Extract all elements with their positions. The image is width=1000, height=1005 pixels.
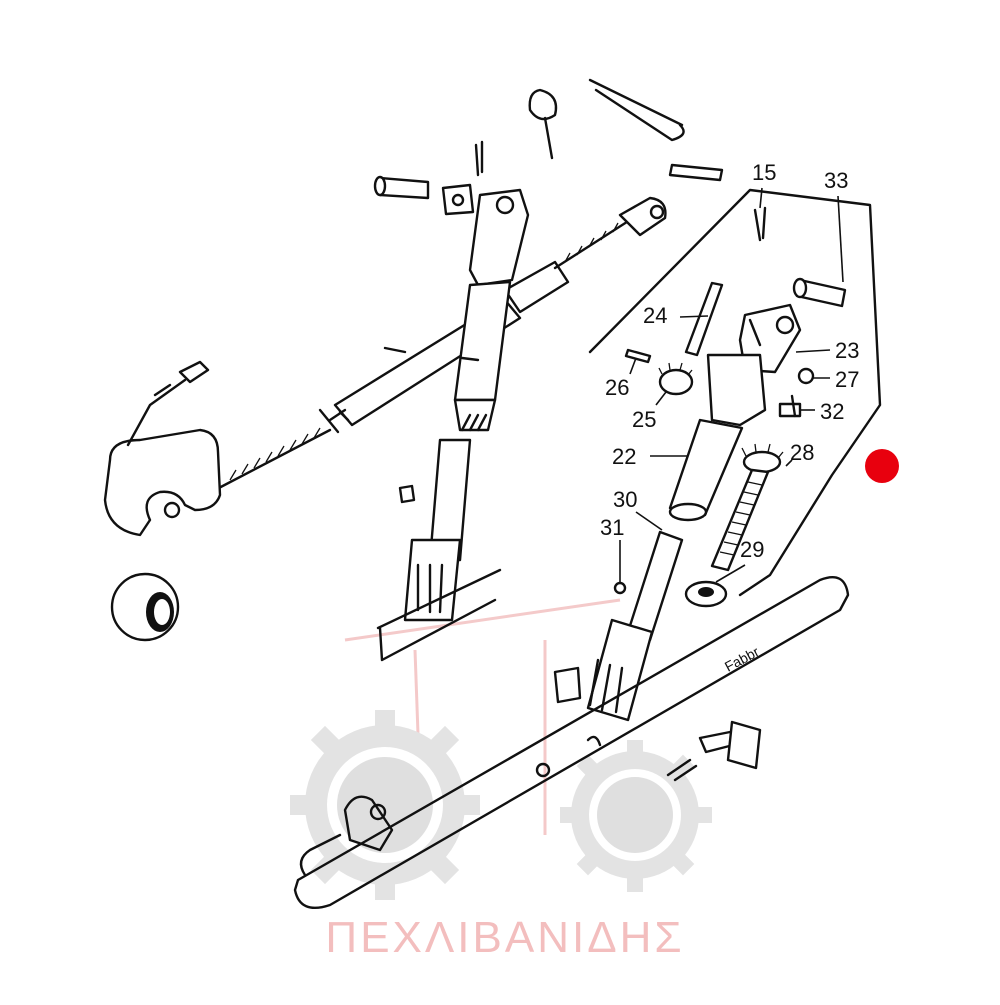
- ball-joint-drawing: [110, 572, 180, 642]
- callout-15: 15: [752, 160, 776, 185]
- small-parts-left: [318, 78, 724, 504]
- lift-rod-drawing: [403, 188, 530, 622]
- part-24-rod: [684, 281, 724, 357]
- callout-29: 29: [740, 537, 764, 562]
- callout-27: 27: [835, 367, 859, 392]
- frame-piece-drawing: [376, 568, 502, 662]
- part-30-fork-rod: [586, 530, 684, 722]
- callout-30: 30: [613, 487, 637, 512]
- part-22-housing: [668, 353, 767, 522]
- part-25-gear: [658, 362, 694, 396]
- part-31-nut: [613, 581, 627, 595]
- watermark-gear-right: [560, 740, 712, 892]
- watermark-brand-text: ΠΕΧΛΙΒΑΝΙΔΗΣ: [325, 913, 684, 962]
- part-26-pin: [624, 348, 652, 364]
- callout-22: 22: [612, 444, 636, 469]
- left-assembly: [103, 78, 724, 662]
- callout-33: 33: [824, 168, 848, 193]
- callout-25: 25: [632, 407, 656, 432]
- part-29-washer: [684, 580, 728, 608]
- part-28-screw: [710, 443, 784, 572]
- watermark-logo: ΠΕΧΛΙΒΑΝΙΔΗΣ: [290, 598, 712, 962]
- part-32-bolt: [778, 394, 802, 418]
- fabbri-stamp-text: Fabbr: [722, 643, 762, 674]
- callout-24: 24: [643, 303, 667, 328]
- part-15-pin: [753, 206, 767, 242]
- hook-end-drawing: [103, 360, 222, 537]
- callout-32: 32: [820, 399, 844, 424]
- callout-31: 31: [600, 515, 624, 540]
- callout-26: 26: [605, 375, 629, 400]
- callouts: 15 33 24 23 26 27 25 32 22 28 30 31 29: [600, 160, 859, 583]
- callout-23: 23: [835, 338, 859, 363]
- right-assembly: [586, 188, 899, 722]
- lower-link-drawing: Fabbr: [293, 575, 850, 910]
- callout-28: 28: [790, 440, 814, 465]
- part-27-nut: [797, 367, 815, 385]
- part-33-pin: [792, 277, 847, 308]
- exploded-group-outline: [588, 188, 882, 597]
- red-marker-dot: [865, 449, 899, 483]
- watermark-gear-left: [290, 710, 480, 900]
